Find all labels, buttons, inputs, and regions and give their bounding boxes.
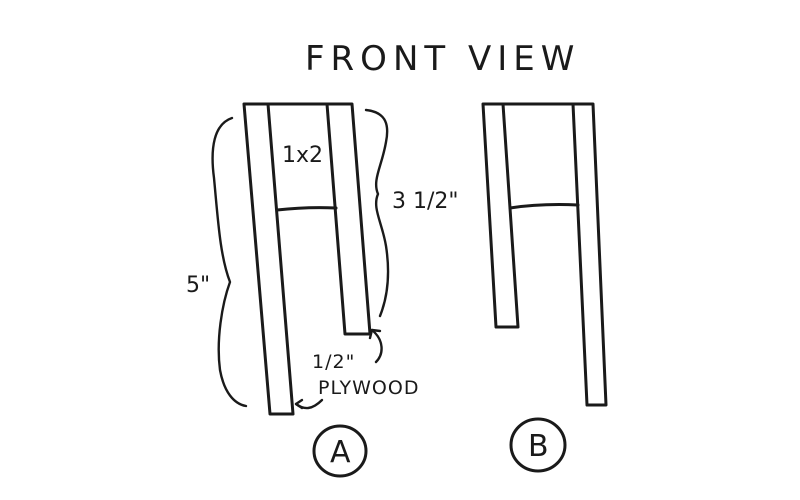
assembly-b-1x2-bottom-edge	[508, 203, 580, 210]
assembly-a-short-board	[325, 102, 372, 336]
assembly-a-short-dimension: 3 1/2"	[392, 189, 459, 214]
assembly-b-short-board	[481, 102, 520, 329]
assembly-a-tall-board	[242, 102, 295, 416]
assembly-b-badge-circle	[509, 417, 567, 473]
assembly-a-tall-brace	[211, 116, 248, 408]
assembly-b-badge-label: B	[528, 429, 549, 464]
assembly-a-1x2-bottom-edge	[275, 206, 338, 212]
assembly-a-arrowhead-short-board	[368, 328, 382, 340]
assembly-a-1x2-label: 1x2	[282, 143, 323, 168]
assembly-b: B	[481, 102, 608, 473]
assembly-a-arrowhead-tall-board	[294, 398, 304, 410]
assembly-a: 1x2 3 1/2" 5" 1/2" PLYWOOD A	[186, 102, 459, 478]
diagram-title: FRONT VIEW	[305, 39, 580, 79]
assembly-a-badge-circle	[312, 424, 368, 478]
assembly-a-arrow-short-board	[370, 328, 383, 364]
assembly-a-tall-dimension: 5"	[186, 273, 210, 298]
assembly-a-badge-label: A	[330, 435, 351, 470]
assembly-a-material-thickness: 1/2"	[312, 351, 355, 373]
assembly-a-material-label: PLYWOOD	[318, 377, 419, 399]
assembly-a-short-brace	[364, 108, 390, 318]
assembly-b-tall-board	[571, 102, 608, 407]
